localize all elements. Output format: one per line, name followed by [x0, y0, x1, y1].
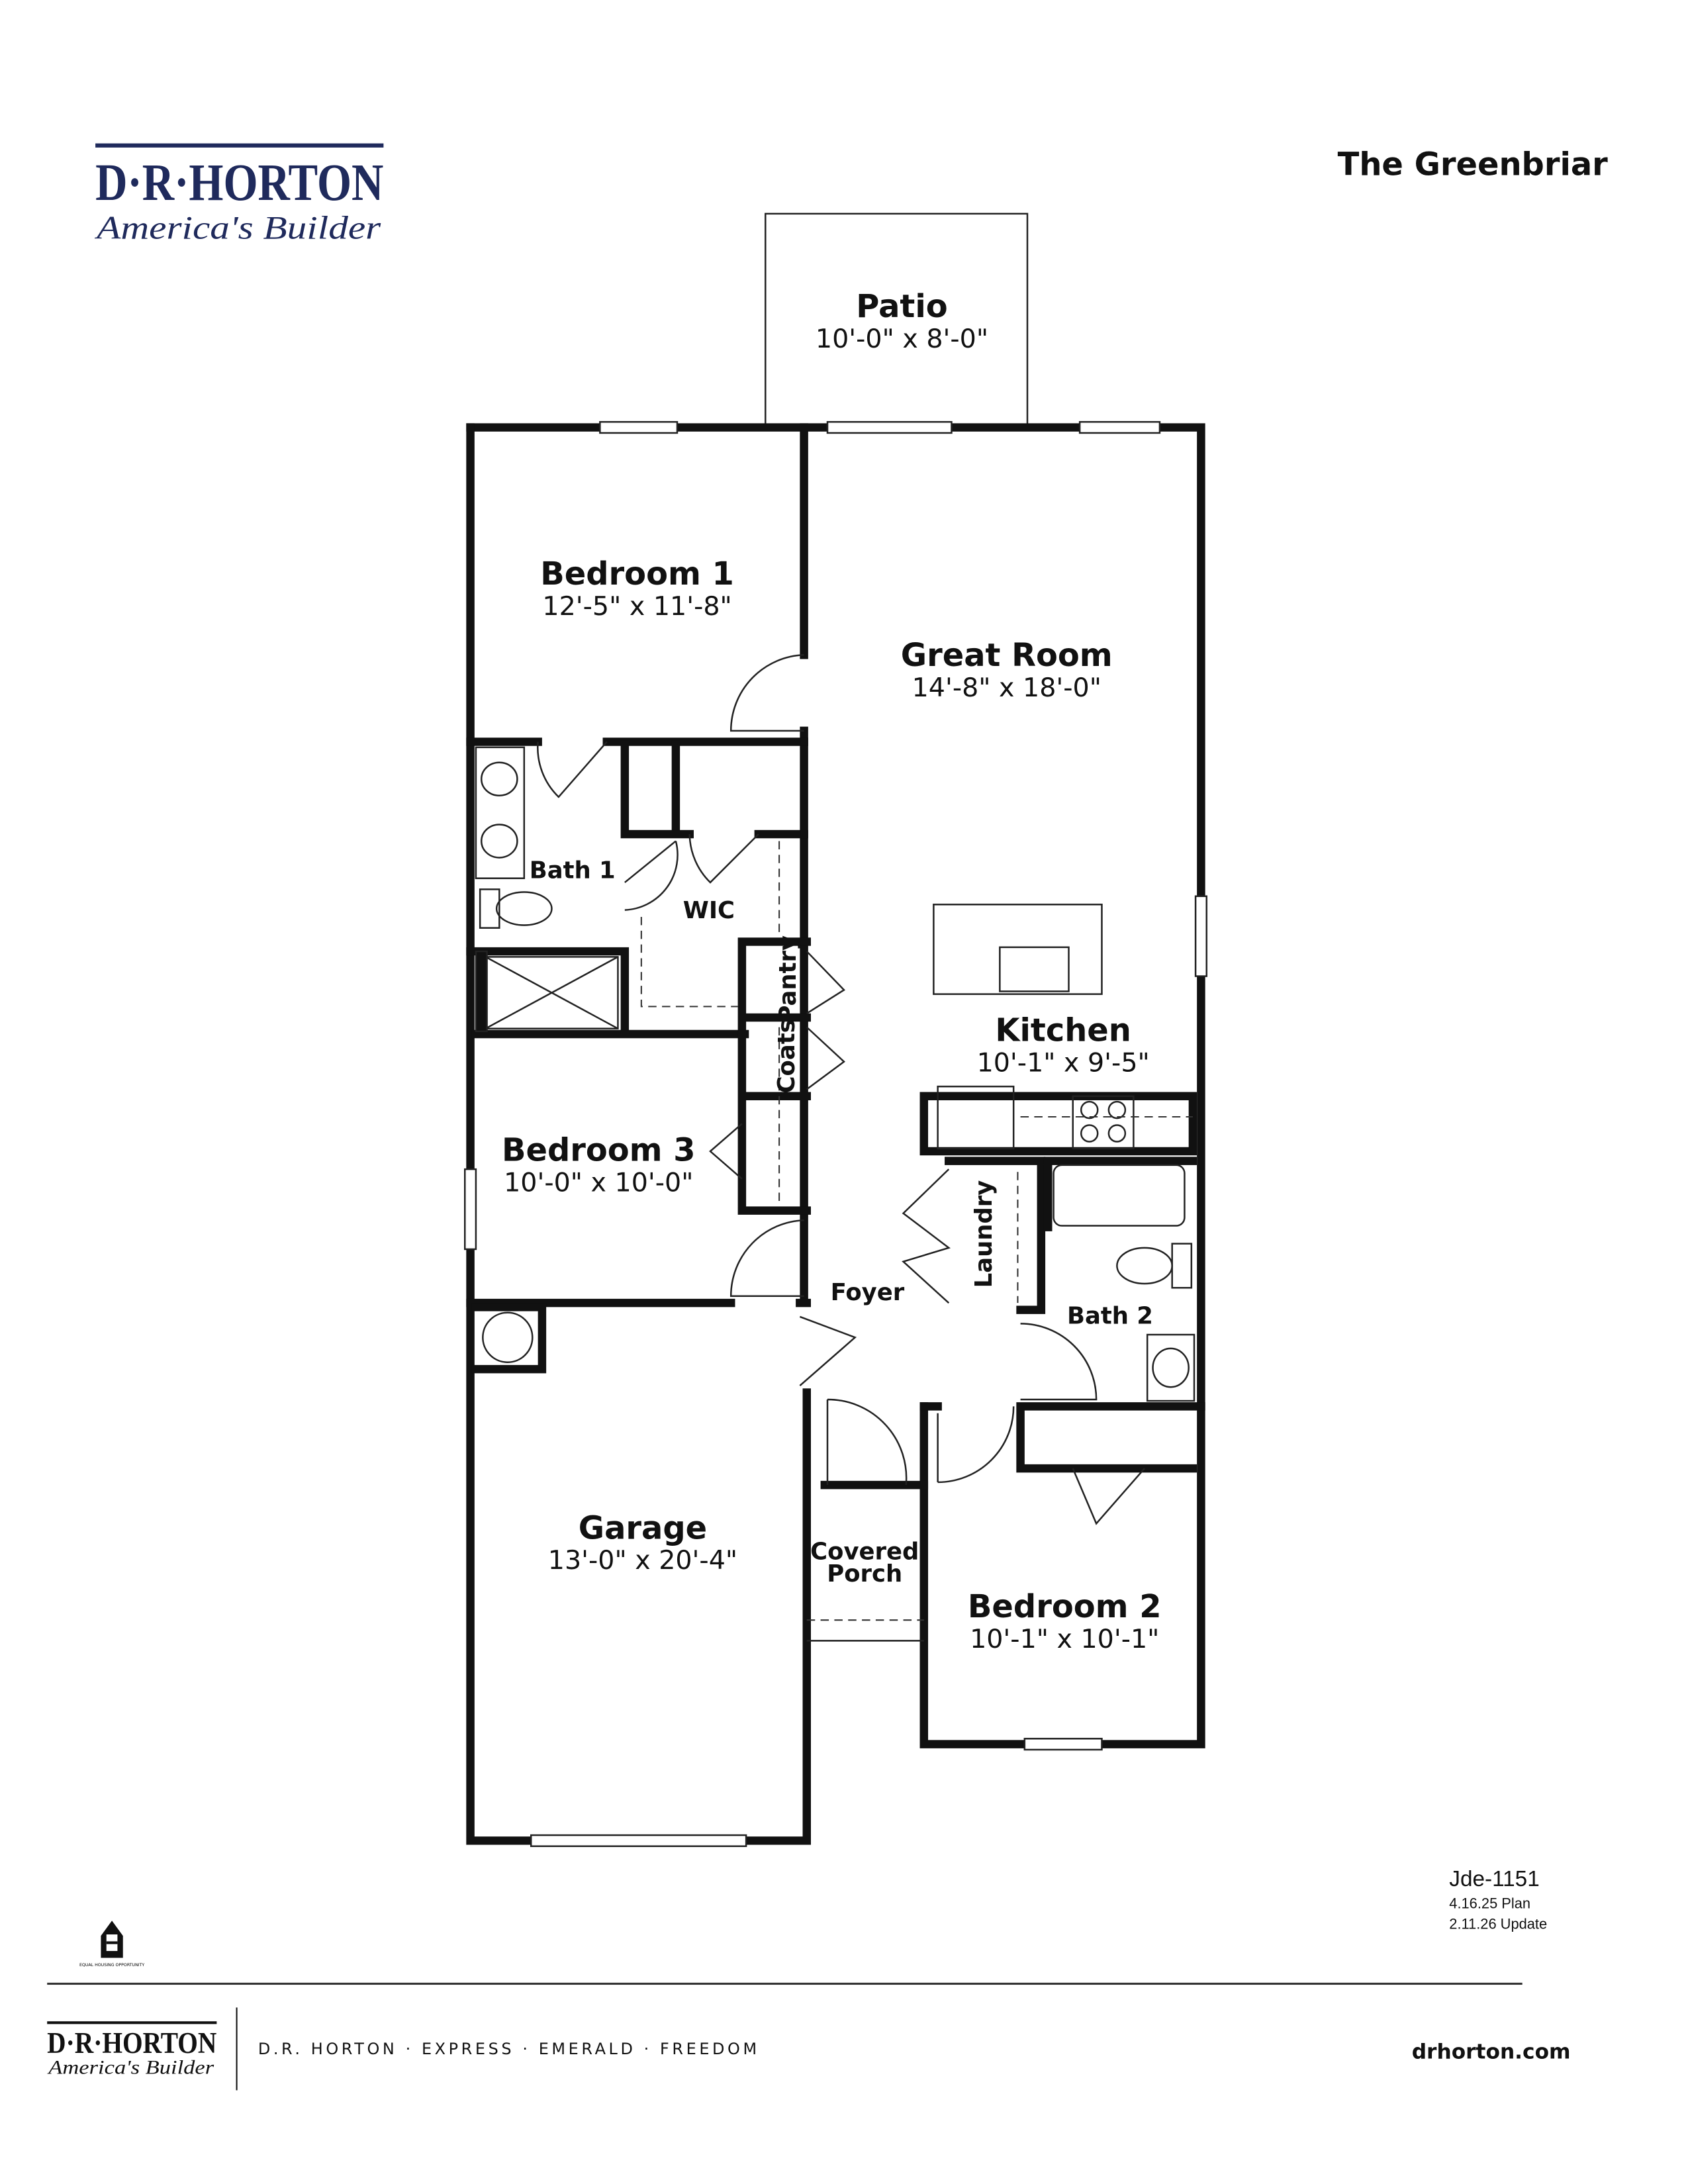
label-patio: Patio — [856, 289, 947, 325]
footer-divider — [47, 1982, 1523, 1985]
footer-tagline: America's Builder — [47, 2057, 214, 2078]
drhorton-logo: D·R·HORTON America's Builder — [95, 143, 384, 246]
plan-date: 4.16.25 Plan — [1449, 1895, 1530, 1911]
label-garage: Garage — [579, 1510, 707, 1546]
label-bedroom-1: Bedroom 1 — [540, 556, 734, 593]
windows — [464, 421, 1208, 1847]
label-great-room: Great Room — [901, 638, 1113, 674]
label-bedroom-2: Bedroom 2 — [968, 1589, 1162, 1625]
update-date: 2.11.26 Update — [1449, 1916, 1547, 1932]
dims-great-room: 14'-8" x 18'-0" — [912, 673, 1102, 703]
room-labels: Patio 10'-0" x 8'-0" Bedroom 1 12'-5" x … — [502, 289, 1162, 1654]
label-foyer: Foyer — [831, 1279, 905, 1306]
equal-housing-icon: EQUAL HOUSING OPPORTUNITY — [79, 1921, 144, 1968]
label-laundry: Laundry — [970, 1180, 998, 1288]
label-kitchen: Kitchen — [995, 1012, 1131, 1049]
footer-vertical-divider — [236, 2007, 238, 2091]
label-covered-porch-line2: Porch — [827, 1560, 902, 1588]
footer-website-link[interactable]: drhorton.com — [1412, 2040, 1571, 2064]
dims-kitchen: 10'-1" x 9'-5" — [977, 1047, 1150, 1078]
equal-housing-text: EQUAL HOUSING OPPORTUNITY — [79, 1963, 144, 1968]
label-wic: WIC — [683, 897, 735, 924]
label-pantry: Pantry — [774, 935, 802, 1023]
footer-brands: D.R. HORTON · EXPRESS · EMERALD · FREEDO… — [258, 2040, 760, 2058]
label-coats: Coats — [773, 1019, 800, 1093]
dims-bedroom-1: 12'-5" x 11'-8" — [542, 591, 731, 622]
fixtures — [475, 746, 1196, 1402]
label-bath-1: Bath 1 — [530, 857, 616, 884]
footer-brand-text: D·R·HORTON — [47, 2026, 216, 2060]
label-bath-2: Bath 2 — [1067, 1302, 1153, 1329]
label-covered-porch: Covered — [810, 1539, 919, 1566]
dims-bedroom-3: 10'-0" x 10'-0" — [504, 1167, 693, 1198]
dims-garage: 13'-0" x 20'-4" — [548, 1545, 737, 1576]
footer-logo: D·R·HORTON America's Builder — [47, 2021, 217, 2078]
logo-tagline: America's Builder — [95, 209, 381, 246]
dims-patio: 10'-0" x 8'-0" — [816, 324, 988, 354]
logo-brand-text: D·R·HORTON — [95, 154, 383, 212]
plan-code: Jde-1151 — [1449, 1867, 1539, 1891]
plan-title: The Greenbriar — [1338, 147, 1609, 183]
dims-bedroom-2: 10'-1" x 10'-1" — [970, 1624, 1159, 1654]
label-bedroom-3: Bedroom 3 — [502, 1133, 696, 1169]
doors — [537, 654, 1145, 1642]
